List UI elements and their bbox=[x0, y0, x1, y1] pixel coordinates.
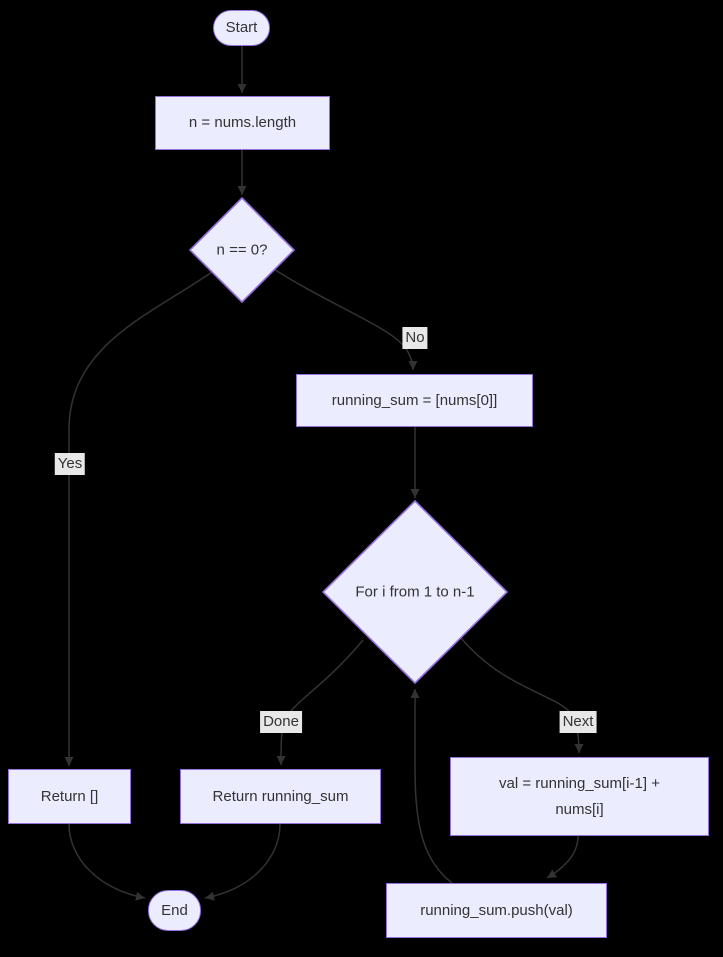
node-compute-val-label: val = running_sum[i-1] + nums[i] bbox=[499, 774, 660, 818]
node-return-running-sum: Return running_sum bbox=[180, 769, 381, 824]
edge-check-yes-to-return-empty bbox=[64, 271, 213, 766]
node-return-running-sum-label: Return running_sum bbox=[212, 787, 349, 805]
edge-for-loop-next-to-compute-val bbox=[460, 637, 584, 754]
node-check-n-zero-label: n == 0? bbox=[216, 241, 268, 259]
node-for-loop-label: For i from 1 to n-1 bbox=[355, 583, 475, 601]
node-assign-n-label: n = nums.length bbox=[188, 114, 297, 131]
node-return-empty-label: Return [] bbox=[40, 787, 99, 805]
node-for-loop-shape bbox=[321, 499, 509, 685]
node-start: Start bbox=[213, 10, 270, 46]
node-compute-val: val = running_sum[i-1] + nums[i] bbox=[450, 757, 709, 836]
edge-for-loop-done-to-return-running-sum bbox=[276, 639, 364, 766]
edge-label-yes: Yes bbox=[54, 453, 86, 475]
node-start-label: Start bbox=[225, 19, 258, 36]
edge-label-next: Next bbox=[559, 711, 597, 733]
edge-check-no-to-init-running-sum bbox=[271, 267, 418, 371]
edge-label-done: Done bbox=[260, 711, 302, 733]
edge-compute-val-to-push-val bbox=[546, 835, 579, 879]
node-init-running-sum-label: running_sum = [nums[0]] bbox=[331, 391, 498, 409]
node-assign-n: n = nums.length bbox=[155, 96, 330, 150]
node-end-label: End bbox=[161, 901, 188, 919]
node-return-empty: Return [] bbox=[8, 769, 131, 824]
edge-push-val-back-to-for-loop bbox=[410, 689, 453, 884]
edge-return-empty-to-end bbox=[68, 823, 146, 901]
node-init-running-sum: running_sum = [nums[0]] bbox=[296, 374, 533, 427]
edge-label-no: No bbox=[402, 327, 428, 349]
node-check-n-zero-shape bbox=[188, 196, 296, 304]
node-push-val-label: running_sum.push(val) bbox=[420, 901, 573, 919]
node-end: End bbox=[148, 890, 201, 931]
edge-return-running-sum-to-end bbox=[204, 823, 281, 901]
node-push-val: running_sum.push(val) bbox=[386, 883, 607, 938]
